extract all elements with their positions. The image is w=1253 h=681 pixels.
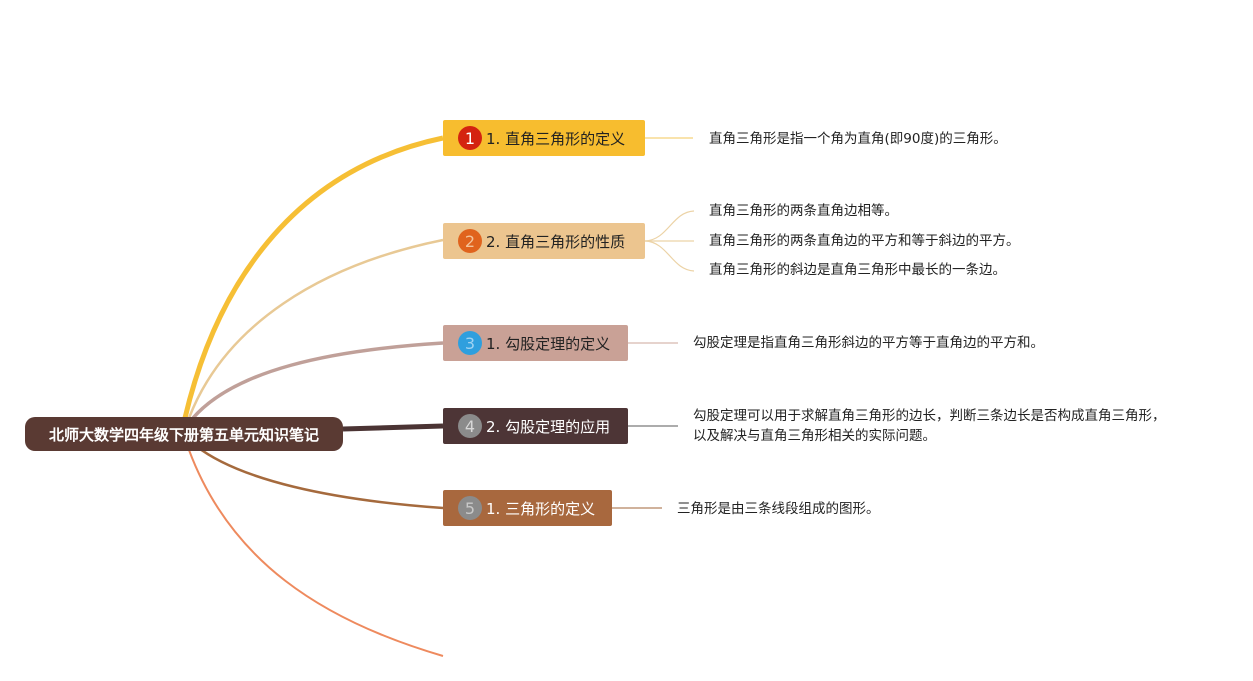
number-badge-icon: 3 bbox=[458, 331, 482, 355]
leaf-topic[interactable]: 勾股定理可以用于求解直角三角形的边长，判断三条边长是否构成直角三角形， 以及解决… bbox=[693, 406, 1166, 446]
connector-root-branch-2 bbox=[187, 238, 444, 419]
leaf-label: 直角三角形的两条直角边的平方和等于斜边的平方。 bbox=[709, 233, 1020, 249]
connector-root-branch-5 bbox=[195, 445, 444, 510]
number-badge-icon: 2 bbox=[458, 229, 482, 253]
connector-root-branch-1 bbox=[182, 135, 444, 419]
connector-root-branch-3 bbox=[191, 341, 444, 420]
root-topic[interactable]: 北师大数学四年级下册第五单元知识笔记 bbox=[25, 417, 343, 451]
badge-number: 1 bbox=[464, 128, 476, 148]
badge-number: 5 bbox=[464, 498, 476, 518]
branch-topic-5[interactable]: 5 1. 三角形的定义 bbox=[443, 490, 612, 526]
connector-root-extra bbox=[188, 449, 444, 657]
leaf-topic[interactable]: 直角三角形是指一个角为直角(即90度)的三角形。 bbox=[709, 129, 1007, 149]
leaf-topic[interactable]: 直角三角形的斜边是直角三角形中最长的一条边。 bbox=[709, 260, 1006, 280]
branch-label: 1. 直角三角形的定义 bbox=[486, 129, 626, 148]
leaf-label-line-1: 勾股定理可以用于求解直角三角形的边长，判断三条边长是否构成直角三角形， bbox=[693, 408, 1166, 424]
leaf-label-line-2: 以及解决与直角三角形相关的实际问题。 bbox=[693, 428, 936, 444]
branch-label: 1. 勾股定理的定义 bbox=[486, 334, 611, 353]
connector-leaf-2c bbox=[644, 240, 695, 272]
badge-number: 4 bbox=[464, 416, 476, 436]
badge-number: 3 bbox=[464, 333, 476, 353]
badge-number: 2 bbox=[464, 231, 476, 251]
number-badge-icon: 1 bbox=[458, 126, 482, 150]
leaf-topic[interactable]: 直角三角形的两条直角边相等。 bbox=[709, 201, 898, 221]
connector-root-branch-4 bbox=[342, 423, 444, 432]
branch-topic-1[interactable]: 1 1. 直角三角形的定义 bbox=[443, 120, 645, 156]
branch-label: 2. 直角三角形的性质 bbox=[486, 232, 626, 251]
branch-topic-3[interactable]: 3 1. 勾股定理的定义 bbox=[443, 325, 628, 361]
branch-topic-4[interactable]: 4 2. 勾股定理的应用 bbox=[443, 408, 628, 444]
connector-leaf-2a bbox=[644, 210, 695, 242]
branch-topic-2[interactable]: 2 2. 直角三角形的性质 bbox=[443, 223, 645, 259]
leaf-topic[interactable]: 三角形是由三条线段组成的图形。 bbox=[677, 499, 880, 519]
number-badge-icon: 5 bbox=[458, 496, 482, 520]
leaf-label: 勾股定理是指直角三角形斜边的平方等于直角边的平方和。 bbox=[693, 335, 1044, 351]
root-topic-label: 北师大数学四年级下册第五单元知识笔记 bbox=[48, 425, 319, 444]
leaf-label: 直角三角形是指一个角为直角(即90度)的三角形。 bbox=[709, 131, 1007, 147]
leaf-topic[interactable]: 直角三角形的两条直角边的平方和等于斜边的平方。 bbox=[709, 231, 1020, 251]
leaf-label: 直角三角形的两条直角边相等。 bbox=[709, 203, 898, 219]
leaf-label: 直角三角形的斜边是直角三角形中最长的一条边。 bbox=[709, 262, 1006, 278]
leaf-topic[interactable]: 勾股定理是指直角三角形斜边的平方等于直角边的平方和。 bbox=[693, 333, 1044, 353]
leaf-label: 三角形是由三条线段组成的图形。 bbox=[677, 501, 880, 517]
branch-label: 2. 勾股定理的应用 bbox=[486, 417, 611, 436]
number-badge-icon: 4 bbox=[458, 414, 482, 438]
branch-label: 1. 三角形的定义 bbox=[486, 499, 596, 518]
